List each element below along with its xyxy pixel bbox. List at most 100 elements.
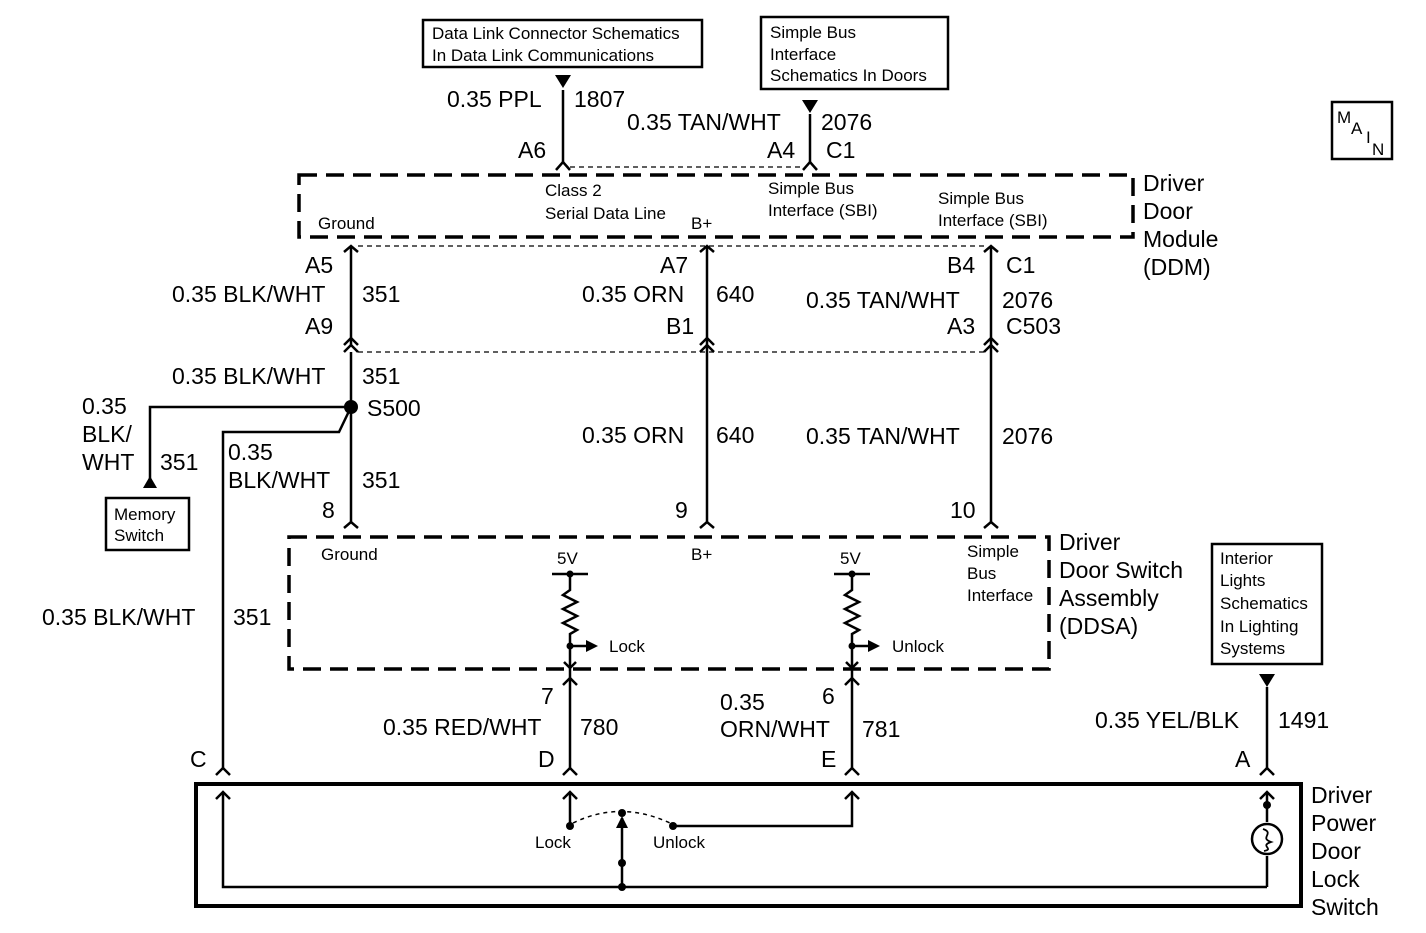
wire-gauge: 0.35 ORN xyxy=(582,281,684,307)
ddm-sbi1-label1: Simple Bus xyxy=(768,179,854,198)
ddsa-sbi-label1: Simple xyxy=(967,542,1019,561)
switch-name4: Lock xyxy=(1311,866,1360,892)
connector-icon xyxy=(844,766,860,776)
switch-lock-label: Lock xyxy=(535,833,571,852)
memory-switch-box[interactable]: Memory Switch xyxy=(104,496,191,552)
sbi-ref-line2: Interface xyxy=(770,45,836,64)
ddsa-name3: Assembly xyxy=(1059,585,1159,611)
actuator-arrow-icon xyxy=(616,816,628,828)
wire-780: 7 0.35 RED/WHT 780 D xyxy=(383,676,618,776)
interior-line2: Lights xyxy=(1220,571,1265,590)
pin-label: A9 xyxy=(305,313,333,339)
interior-line5: Systems xyxy=(1220,639,1285,658)
switch-name3: Door xyxy=(1311,838,1361,864)
wire-gauge: 0.35 BLK/WHT xyxy=(172,363,325,389)
wire-gauge: 0.35 TAN/WHT xyxy=(627,109,781,135)
ddsa-name4: (DDSA) xyxy=(1059,613,1138,639)
lock-signal-label: Lock xyxy=(609,637,645,656)
memory-line1: Memory xyxy=(114,505,176,524)
pin-label: C xyxy=(190,746,207,772)
connector-icon xyxy=(343,244,359,253)
wire-circuit: 781 xyxy=(862,716,900,742)
arrow-down-icon xyxy=(802,100,818,113)
wire-circuit: 1491 xyxy=(1278,707,1329,733)
pin-label: 9 xyxy=(675,497,688,523)
wire-circuit: 1807 xyxy=(574,86,625,112)
wire-1807: 0.35 PPL 1807 A6 xyxy=(447,75,625,171)
dlc-reference-box[interactable]: Data Link Connector Schematics In Data L… xyxy=(421,18,704,69)
interior-line1: Interior xyxy=(1220,549,1273,568)
connector-icon xyxy=(562,676,578,686)
lamp-filament-icon xyxy=(1262,828,1274,852)
wire-circuit: 2076 xyxy=(821,109,872,135)
wire-circuit: 351 xyxy=(362,363,400,389)
lamp-icon xyxy=(1250,822,1284,856)
badge-a: A xyxy=(1351,119,1363,138)
wire-1491: 0.35 YEL/BLK 1491 A xyxy=(1095,674,1329,776)
arrow-right-icon xyxy=(868,640,880,652)
ddm-name3: Module xyxy=(1143,226,1218,252)
connector-icon xyxy=(343,336,359,353)
sbi-ref-line1: Simple Bus xyxy=(770,23,856,42)
pin-label: A5 xyxy=(305,252,333,278)
switch-unlock-label: Unlock xyxy=(653,833,705,852)
wire-351-memory: 0.35 BLK/ WHT 351 xyxy=(82,393,351,488)
connector-icon xyxy=(562,766,578,776)
ddm-name1: Driver xyxy=(1143,170,1205,196)
wire-351-lower: 0.35 BLK/WHT 351 S500 0.35 BLK/WHT 351 8 xyxy=(172,352,421,529)
connector-icon xyxy=(844,676,860,686)
wire-351-upper: A5 0.35 BLK/WHT 351 A9 xyxy=(172,244,400,353)
wire-781: 6 0.35 ORN/WHT 781 E xyxy=(720,676,900,776)
ddsa-name2: Door Switch xyxy=(1059,557,1183,583)
ddsa-module[interactable]: Ground B+ Simple Bus Interface Driver Do… xyxy=(287,529,1183,678)
ddm-sbi2-label1: Simple Bus xyxy=(938,189,1024,208)
wire-gauge-line1: 0.35 xyxy=(82,393,127,419)
wire-gauge-line2: ORN/WHT xyxy=(720,716,830,742)
wire-2076: B4 C1 0.35 TAN/WHT 2076 A3 C503 0.35 TAN… xyxy=(806,244,1061,529)
connector-icon xyxy=(802,160,818,171)
pin-a-arrow-icon xyxy=(1259,790,1275,800)
pin-label: 8 xyxy=(322,497,335,523)
wire-gauge: 0.35 RED/WHT xyxy=(383,714,541,740)
ddm-ground-label: Ground xyxy=(318,214,375,233)
wire-circuit: 351 xyxy=(233,604,271,630)
pin-d-arrow-icon xyxy=(562,790,578,800)
wire-gauge-line1: 0.35 xyxy=(720,689,765,715)
connector-icon xyxy=(343,520,359,529)
pin-label: 7 xyxy=(541,683,554,709)
unlock-pullup-resistor: 5V Unlock xyxy=(834,549,944,678)
sbi-ref-line3: Schematics In Doors xyxy=(770,66,927,85)
pin-label: E xyxy=(821,746,836,772)
door-lock-switch[interactable]: Lock Unlock Driver Power Door Lock Switc… xyxy=(194,782,1379,920)
switch-arm-icon xyxy=(572,810,671,824)
pin-label: 10 xyxy=(950,497,976,523)
voltage-label: 5V xyxy=(840,549,861,568)
pin-label: A4 xyxy=(767,137,795,163)
connector-icon xyxy=(699,520,715,529)
ddm-class2-label2: Serial Data Line xyxy=(545,204,666,223)
arrow-up-icon xyxy=(143,476,157,488)
wire-circuit: 351 xyxy=(362,281,400,307)
connector-icon xyxy=(699,336,715,353)
pin-label: 6 xyxy=(822,683,835,709)
wire-circuit: 2076 xyxy=(1002,287,1053,313)
switch-name5: Switch xyxy=(1311,894,1379,920)
dlc-ref-line1: Data Link Connector Schematics xyxy=(432,24,680,43)
lock-pullup-resistor: 5V Lock xyxy=(552,549,645,678)
sbi-reference-box[interactable]: Simple Bus Interface Schematics In Doors xyxy=(759,15,950,91)
arrow-down-icon xyxy=(1259,674,1275,687)
wire-circuit: 2076 xyxy=(1002,423,1053,449)
wire-circuit: 780 xyxy=(580,714,618,740)
wire-2076-top: 0.35 TAN/WHT 2076 A4 C1 xyxy=(627,100,872,171)
ddsa-sbi-label3: Interface xyxy=(967,586,1033,605)
interior-lights-box[interactable]: Interior Lights Schematics In Lighting S… xyxy=(1210,542,1324,666)
interior-line4: In Lighting xyxy=(1220,617,1298,636)
wire-gauge-line3: WHT xyxy=(82,449,134,475)
pin-label: A6 xyxy=(518,137,546,163)
wire-gauge: 0.35 TAN/WHT xyxy=(806,287,960,313)
arrow-down-icon xyxy=(555,75,571,88)
connector-label: C503 xyxy=(1006,313,1061,339)
ddm-module[interactable]: Ground Class 2 Serial Data Line B+ Simpl… xyxy=(297,170,1218,280)
connector-icon xyxy=(215,766,231,776)
